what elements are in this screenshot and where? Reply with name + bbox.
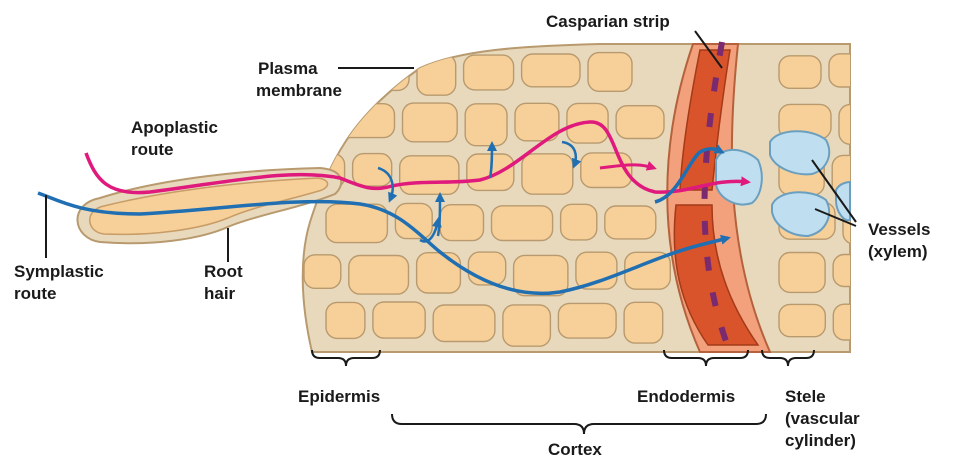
label-stele-line1: Stele (785, 387, 826, 406)
cortex-cell (433, 305, 495, 342)
label-plasma-line2: membrane (256, 81, 342, 100)
cortex-cell (403, 103, 458, 142)
cortex-cell (353, 154, 392, 187)
cortex-cell (503, 305, 551, 346)
cortex-cell (400, 156, 459, 195)
cortex-cell (304, 255, 341, 288)
label-stele-3: cylinder) (785, 431, 856, 450)
label-symplastic-route-2: route (14, 284, 57, 303)
cortex-cell (522, 54, 580, 87)
label-plasma-line1: Plasma (258, 59, 318, 78)
label-root-line1: Root (204, 262, 243, 281)
label-vessels-2: (xylem) (868, 242, 928, 261)
cortex-cell (349, 256, 409, 295)
label-stele-line2: (vascular (785, 409, 860, 428)
label-root-hair: Root (204, 262, 243, 281)
cortex-cell (514, 255, 568, 295)
label-apoplastic-line1: Apoplastic (131, 118, 218, 137)
label-vessels-line1: Vessels (868, 220, 930, 239)
cortex-cell (417, 253, 461, 293)
cortex-cell (616, 106, 664, 139)
cortex-cell (464, 55, 514, 90)
cortex-cell (829, 54, 898, 87)
cortex-cell (833, 304, 884, 340)
cortex-cell (561, 204, 597, 240)
cortex-cell (624, 302, 663, 343)
cortex-cell (779, 304, 825, 336)
root-hair (77, 168, 341, 243)
cortex-cell (605, 206, 656, 239)
label-root-line2: hair (204, 284, 236, 303)
cortex-cell (417, 54, 456, 95)
label-apoplastic-route-2: route (131, 140, 174, 159)
cortex-cell (522, 154, 573, 194)
label-symplastic-route: Symplastic (14, 262, 104, 281)
label-symplastic-line2: route (14, 284, 57, 303)
label-symplastic-line1: Symplastic (14, 262, 104, 281)
label-stele-2: (vascular (785, 409, 860, 428)
cortex-cell (440, 205, 483, 241)
label-epidermis: Epidermis (298, 387, 380, 406)
label-plasma-membrane-2: membrane (256, 81, 342, 100)
cortex-cell (465, 104, 507, 146)
cortex-cell (373, 302, 425, 338)
label-apoplastic-line2: route (131, 140, 174, 159)
label-cortex: Cortex (548, 440, 602, 459)
label-endodermis: Endodermis (637, 387, 735, 406)
cortex-cell (492, 206, 553, 241)
label-plasma-membrane: Plasma (258, 59, 318, 78)
cortex-cell (588, 53, 632, 92)
label-casparian-strip: Casparian strip (546, 12, 670, 31)
label-vessels-line2: (xylem) (868, 242, 928, 261)
cortex-cell (558, 303, 616, 338)
cortex-cell (779, 253, 825, 293)
cortex-cell (839, 105, 889, 145)
label-stele: Stele (785, 387, 826, 406)
label-stele-line3: cylinder) (785, 431, 856, 450)
cortex-cell (365, 54, 409, 90)
xylem-vessel (716, 150, 762, 205)
braces (312, 350, 814, 434)
cortex-brace (392, 414, 766, 434)
label-vessels: Vessels (868, 220, 930, 239)
label-apoplastic-route: Apoplastic (131, 118, 218, 137)
cortex-cell (326, 302, 365, 338)
cortex-cell (779, 56, 821, 89)
label-root-hair-2: hair (204, 284, 236, 303)
